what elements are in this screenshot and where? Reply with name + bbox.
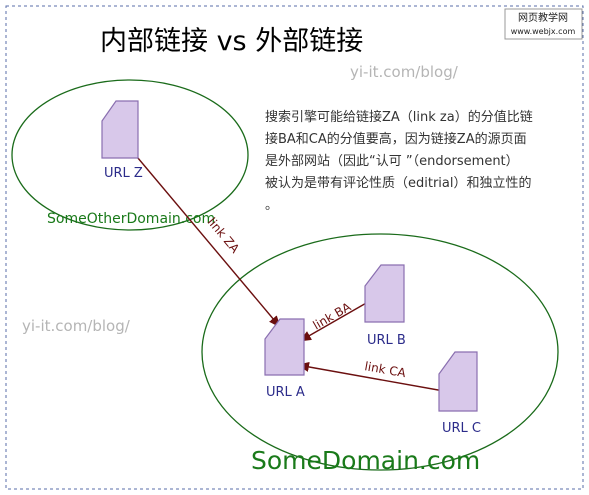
description-line-5: 。 (265, 198, 278, 213)
document-icon (264, 318, 305, 376)
diagram-frame (5, 5, 584, 490)
main-domain-ellipse (201, 233, 559, 471)
description-line-4: 被认为是带有评论性质（editrial）和独立性的 (265, 175, 532, 191)
arrow-link-ca (297, 362, 456, 394)
logo-line1: 网页教学网 (518, 11, 568, 24)
doc-node-c: URL C (438, 351, 481, 436)
logo-line2: www.webjx.com (511, 27, 576, 36)
site-logo: 网页教学网 www.webjx.com (504, 8, 583, 40)
description-line-3: 是外部网站（因此“认可 ”（endorsement） (265, 154, 519, 169)
link-ba-label: link BA (311, 299, 355, 332)
other-domain-label: SomeOtherDomain.com (47, 211, 215, 227)
watermark-top: yi-it.com/blog/ (350, 63, 459, 81)
watermark-left: yi-it.com/blog/ (22, 317, 131, 335)
link-za-label: link ZA (205, 215, 243, 256)
description-block: 搜索引擎可能给链接ZA（link za）的分值比链 接BA和CA的分值要高，因为… (265, 109, 533, 213)
document-icon (101, 100, 139, 159)
doc-node-a: URL A (264, 318, 305, 400)
doc-node-z: URL Z (101, 100, 143, 181)
doc-node-b: URL B (364, 264, 406, 348)
arrow-link-ba (299, 297, 376, 342)
node-label-c: URL C (442, 421, 481, 436)
description-line-1: 搜索引擎可能给链接ZA（link za）的分值比链 (265, 109, 533, 125)
link-ca-label: link CA (363, 359, 407, 380)
diagram-title: 内部链接 vs 外部链接 (100, 26, 363, 57)
description-line-2: 接BA和CA的分值要高，因为链接ZA的源页面 (265, 131, 527, 147)
other-domain-ellipse (11, 79, 249, 231)
document-icon (438, 351, 478, 412)
arrow-link-za (126, 144, 281, 328)
main-domain-label: SomeDomain.com (251, 446, 480, 475)
node-label-b: URL B (367, 333, 406, 348)
document-icon (364, 264, 405, 323)
node-label-z: URL Z (104, 166, 143, 181)
node-label-a: URL A (266, 385, 305, 400)
